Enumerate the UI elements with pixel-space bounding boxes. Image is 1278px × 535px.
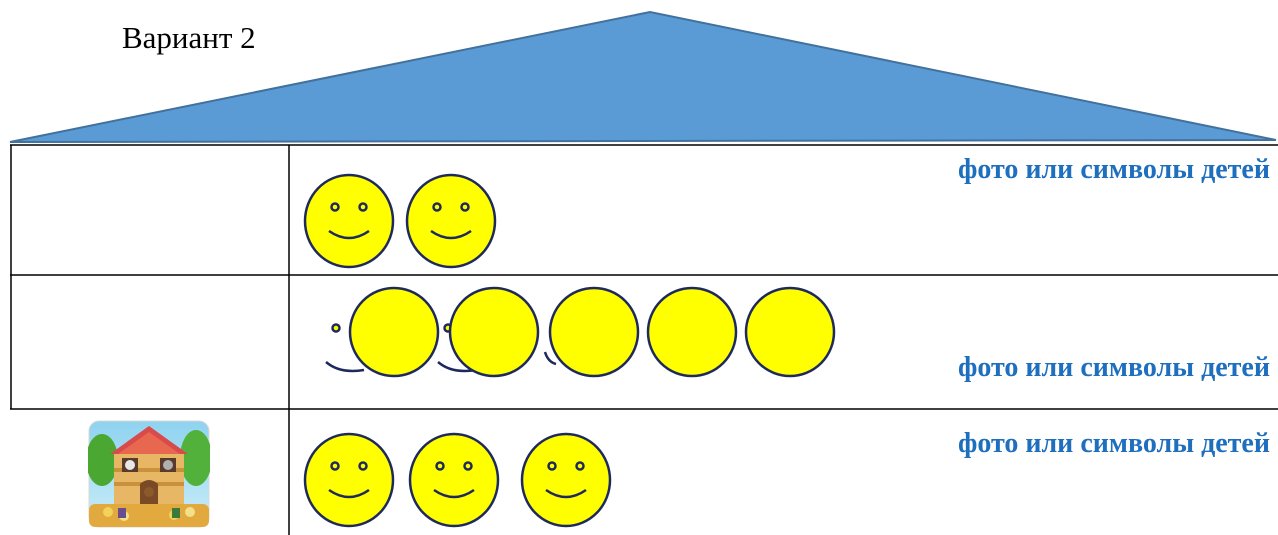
yellow-circle-icon bbox=[548, 286, 640, 378]
row-3-label: фото или символы детей bbox=[957, 428, 1270, 459]
roof-triangle bbox=[9, 10, 1277, 143]
smiley-face-icon bbox=[303, 432, 395, 528]
smiley-face-icon bbox=[303, 173, 395, 269]
smiley-face-icon bbox=[408, 432, 500, 528]
roof-shape bbox=[9, 10, 1277, 143]
hidden-smiley-mouth bbox=[543, 351, 557, 366]
house-picture-icon bbox=[88, 420, 210, 528]
row-2-label: фото или символы детей bbox=[957, 352, 1270, 383]
yellow-circle-icon bbox=[646, 286, 738, 378]
variant-title: Вариант 2 bbox=[122, 20, 256, 55]
row-1-label: фото или символы детей bbox=[957, 154, 1270, 185]
smiley-face-icon bbox=[405, 173, 497, 269]
smiley-face-icon bbox=[520, 432, 612, 528]
yellow-circle-icon bbox=[448, 286, 540, 378]
yellow-circle-icon bbox=[744, 286, 836, 378]
yellow-circle-icon bbox=[348, 286, 440, 378]
hidden-smiley-features bbox=[325, 323, 365, 373]
